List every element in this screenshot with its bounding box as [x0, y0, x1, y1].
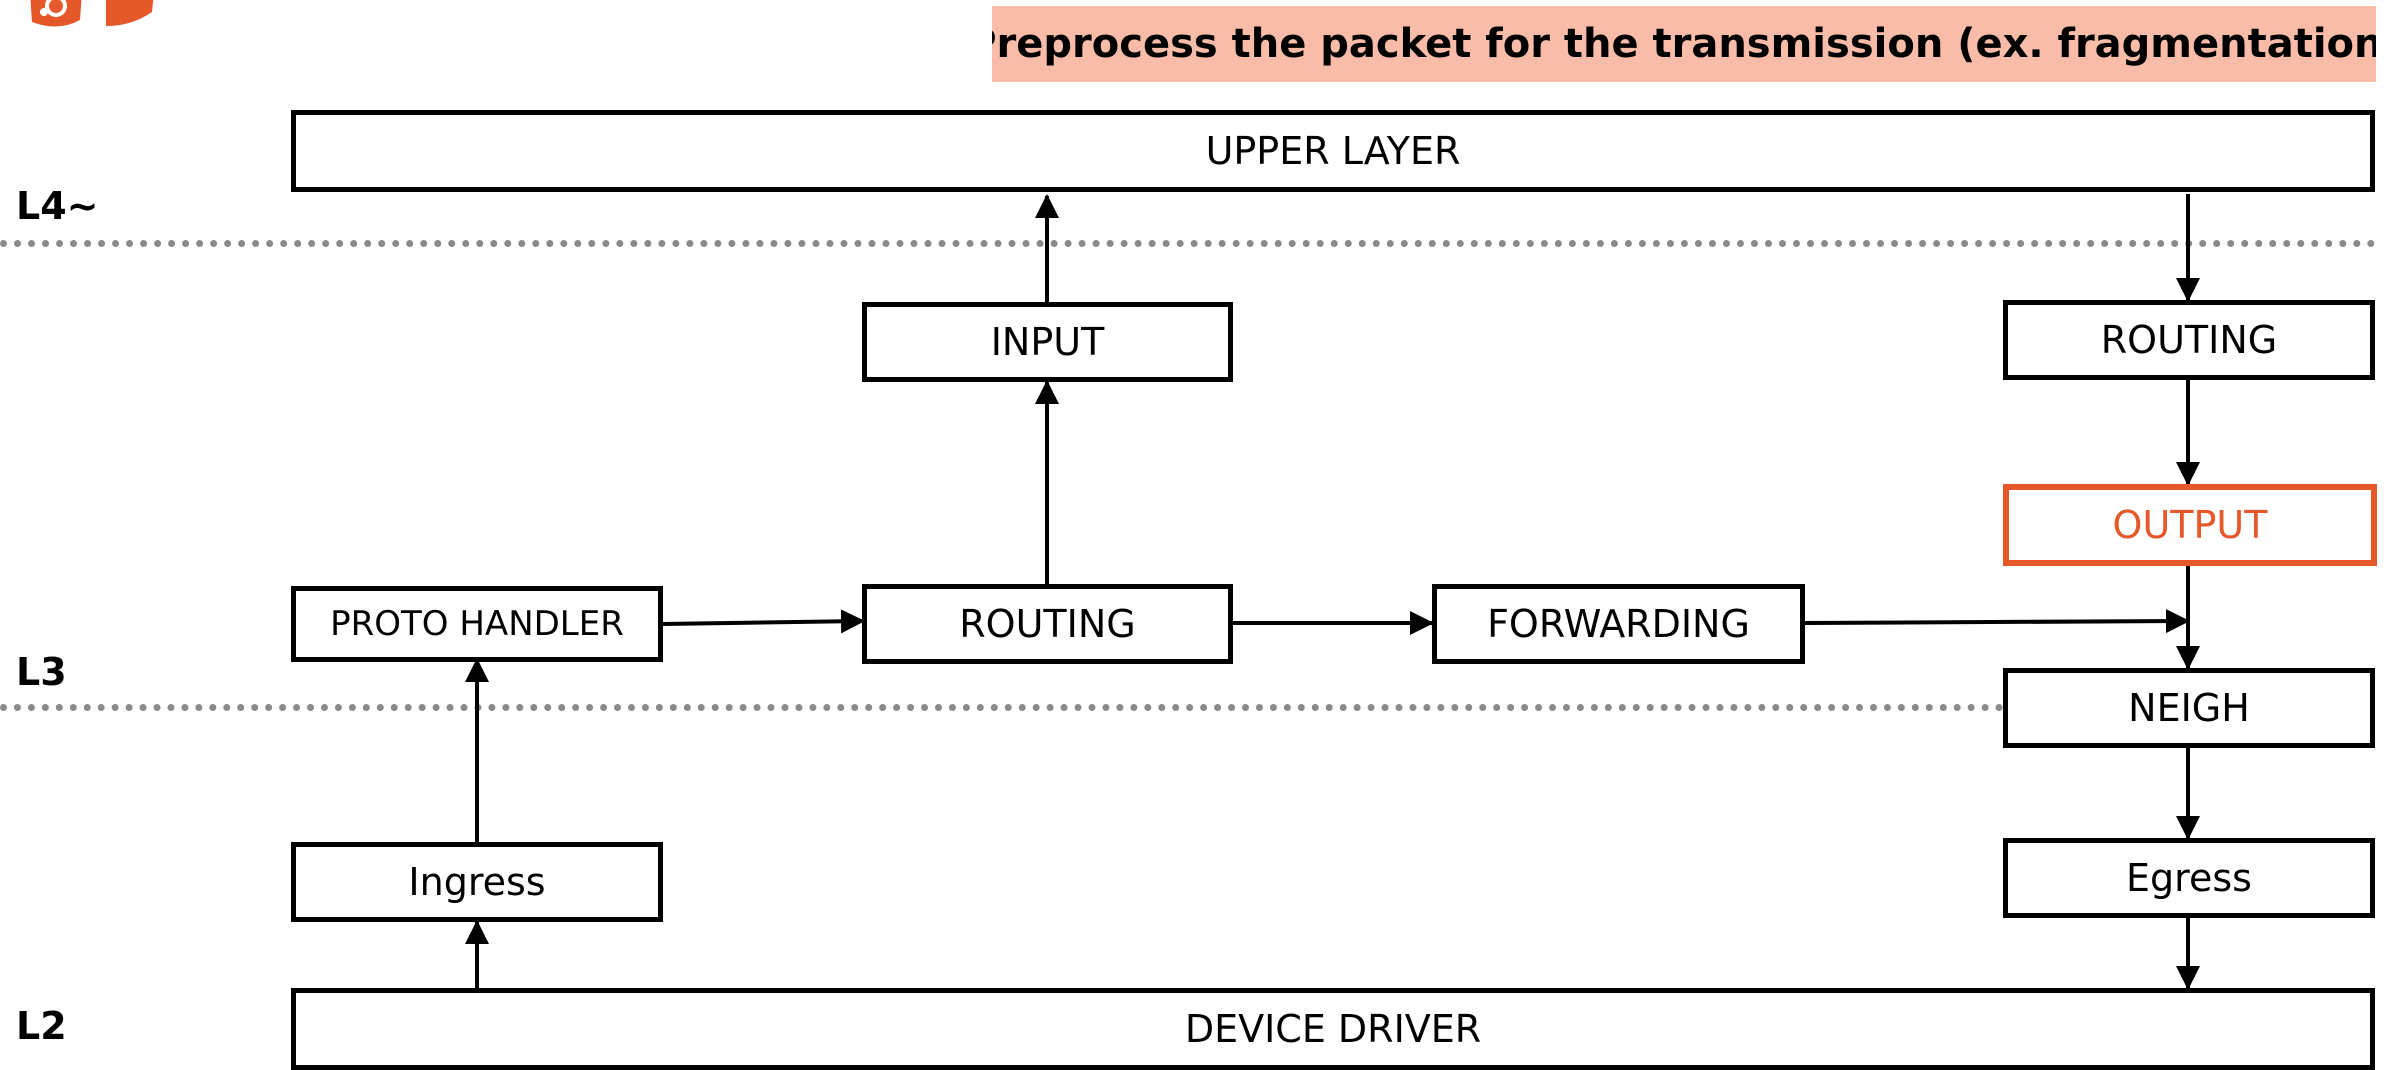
device-driver-box: DEVICE DRIVER: [291, 988, 2375, 1070]
forwarding-box: FORWARDING: [1432, 584, 1805, 664]
output-box: OUTPUT: [2003, 484, 2377, 566]
l3-divider: [0, 704, 2004, 711]
l4-divider: [0, 240, 2376, 247]
arrow-forwarding-to-neigh-path: [1803, 609, 2190, 634]
proto-handler-box: PROTO HANDLER: [291, 586, 663, 662]
routing-input-box: ROUTING: [862, 584, 1233, 664]
upper-layer-box: UPPER LAYER: [291, 110, 2375, 192]
layer-label-l4: L4~: [16, 184, 99, 228]
egress-box: Egress: [2003, 838, 2375, 918]
routing-output-box: ROUTING: [2003, 300, 2375, 380]
layer-label-l3: L3: [16, 650, 67, 694]
brand-logo-icon: [22, 0, 158, 30]
ingress-box: Ingress: [291, 842, 663, 922]
info-banner: Preprocess the packet for the transmissi…: [992, 6, 2376, 82]
input-box: INPUT: [862, 302, 1233, 382]
arrow-proto-to-routing: [661, 609, 865, 634]
neigh-box: NEIGH: [2003, 668, 2375, 748]
layer-label-l2: L2: [16, 1004, 67, 1048]
